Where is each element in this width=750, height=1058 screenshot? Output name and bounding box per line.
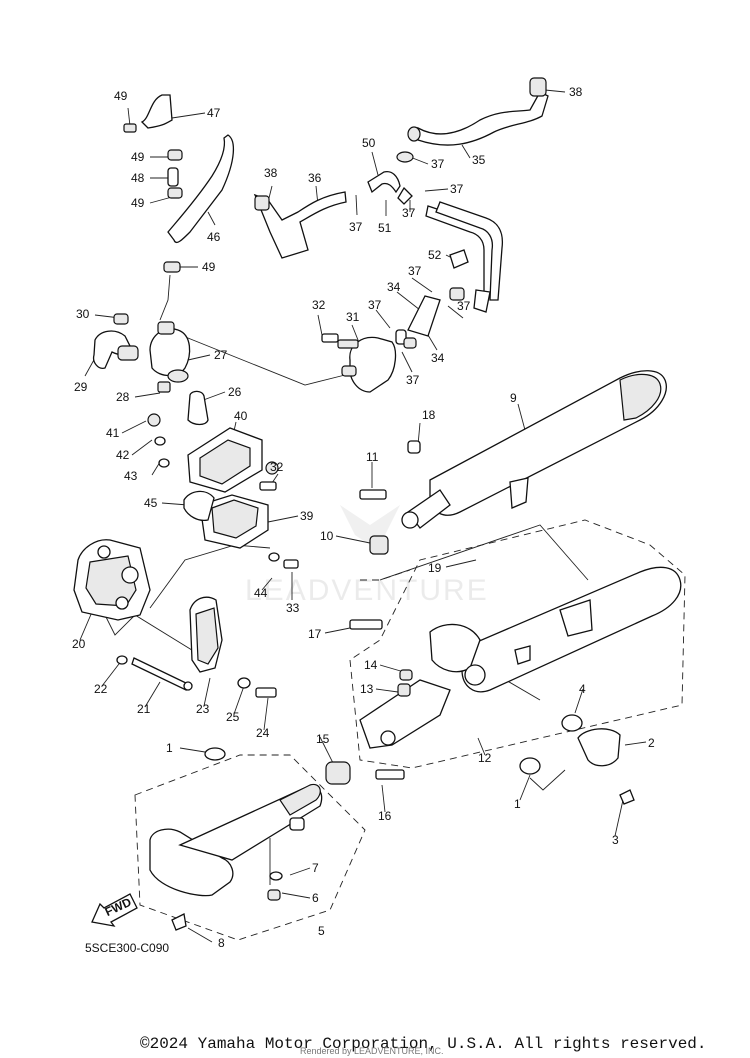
callout-label: 37	[368, 298, 382, 312]
callout-label: 9	[510, 391, 517, 405]
callout-label: 5	[318, 924, 325, 938]
callout-label: 49	[114, 89, 128, 103]
callout-label: 23	[196, 702, 210, 716]
callout-label: 1	[514, 797, 521, 811]
part-cylinder-head-cover	[73, 539, 277, 698]
callout-label: 2	[648, 736, 655, 750]
leader-lines	[79, 89, 647, 943]
callout-label: 36	[308, 171, 322, 185]
callout-label: 13	[360, 682, 374, 696]
copyright-notice: ©2024 Yamaha Motor Corporation, U.S.A. A…	[140, 1035, 707, 1053]
rendered-by-note: Rendered by LEADVENTURE, INC.	[300, 1046, 444, 1056]
callout-label: 20	[72, 637, 86, 651]
callout-label: 11	[366, 450, 379, 464]
part-hoses-left	[123, 94, 234, 273]
callout-label: 18	[422, 408, 436, 422]
callout-label: 39	[300, 509, 314, 523]
callout-label: 25	[226, 710, 240, 724]
callout-label: 34	[387, 280, 401, 294]
callout-label: 52	[428, 248, 442, 262]
group-outlines	[134, 519, 686, 941]
callout-label: 34	[431, 351, 445, 365]
callout-label: 29	[74, 380, 88, 394]
callout-label: 41	[106, 426, 120, 440]
watermark-logo: LEADVENTURE	[245, 505, 489, 607]
callout-label: 49	[131, 196, 145, 210]
callout-label: 38	[569, 85, 583, 99]
callout-label: 44	[254, 586, 268, 600]
callout-label: 7	[312, 861, 319, 875]
callout-label: 30	[76, 307, 90, 321]
callout-label: 22	[94, 682, 108, 696]
callout-label: 1	[166, 741, 173, 755]
callout-labels: 49 47 49 48 49 46 49 38 36 50 37 37 35 3…	[72, 85, 655, 950]
callout-label: 12	[478, 751, 492, 765]
callout-label: 28	[116, 390, 130, 404]
part-exhaust-pipe	[149, 747, 323, 931]
callout-label: 51	[378, 221, 392, 235]
callout-label: 8	[218, 936, 225, 950]
callout-label: 37	[408, 264, 422, 278]
part-air-cut-valve	[321, 295, 441, 393]
callout-label: 38	[264, 166, 278, 180]
part-muffler-lower	[325, 566, 682, 805]
callout-label: 37	[402, 206, 416, 220]
callout-label: 27	[214, 348, 228, 362]
callout-label: 31	[346, 310, 360, 324]
callout-label: 50	[362, 136, 376, 150]
callout-label: 35	[472, 153, 486, 167]
callout-label: 4	[579, 682, 586, 696]
callout-label: 45	[144, 496, 158, 510]
callout-label: 37	[450, 182, 464, 196]
callout-label: 14	[364, 658, 378, 672]
callout-label: 42	[116, 448, 130, 462]
callout-label: 32	[270, 460, 284, 474]
fwd-arrow-icon: FWD	[91, 893, 138, 927]
callout-label: 33	[286, 601, 300, 615]
callout-label: 48	[131, 171, 145, 185]
part-air-filter-case	[147, 413, 299, 569]
callout-label: 47	[207, 106, 221, 120]
callout-label: 17	[308, 627, 322, 641]
diagram-code: 5SCE300-C090	[85, 941, 169, 955]
part-air-pipes-upper	[253, 77, 549, 313]
callout-label: 37	[406, 373, 420, 387]
callout-label: 21	[137, 702, 151, 716]
callout-label: 32	[312, 298, 326, 312]
callout-label: 24	[256, 726, 270, 740]
callout-label: 46	[207, 230, 221, 244]
watermark-text: LEADVENTURE	[245, 574, 489, 607]
callout-label: 3	[612, 833, 619, 847]
callout-label: 37	[349, 220, 363, 234]
part-reed-valve	[92, 313, 209, 426]
callout-label: 10	[320, 529, 334, 543]
callout-label: 16	[378, 809, 392, 823]
callout-label: 40	[234, 409, 248, 423]
callout-label: 15	[316, 732, 330, 746]
callout-label: 26	[228, 385, 242, 399]
callout-label: 6	[312, 891, 319, 905]
callout-label: 19	[428, 561, 442, 575]
callout-label: 37	[457, 299, 471, 313]
callout-label: 49	[131, 150, 145, 164]
callout-label: 43	[124, 469, 138, 483]
part-muffler-upper	[359, 370, 667, 555]
callout-label: 37	[431, 157, 445, 171]
callout-label: 49	[202, 260, 216, 274]
